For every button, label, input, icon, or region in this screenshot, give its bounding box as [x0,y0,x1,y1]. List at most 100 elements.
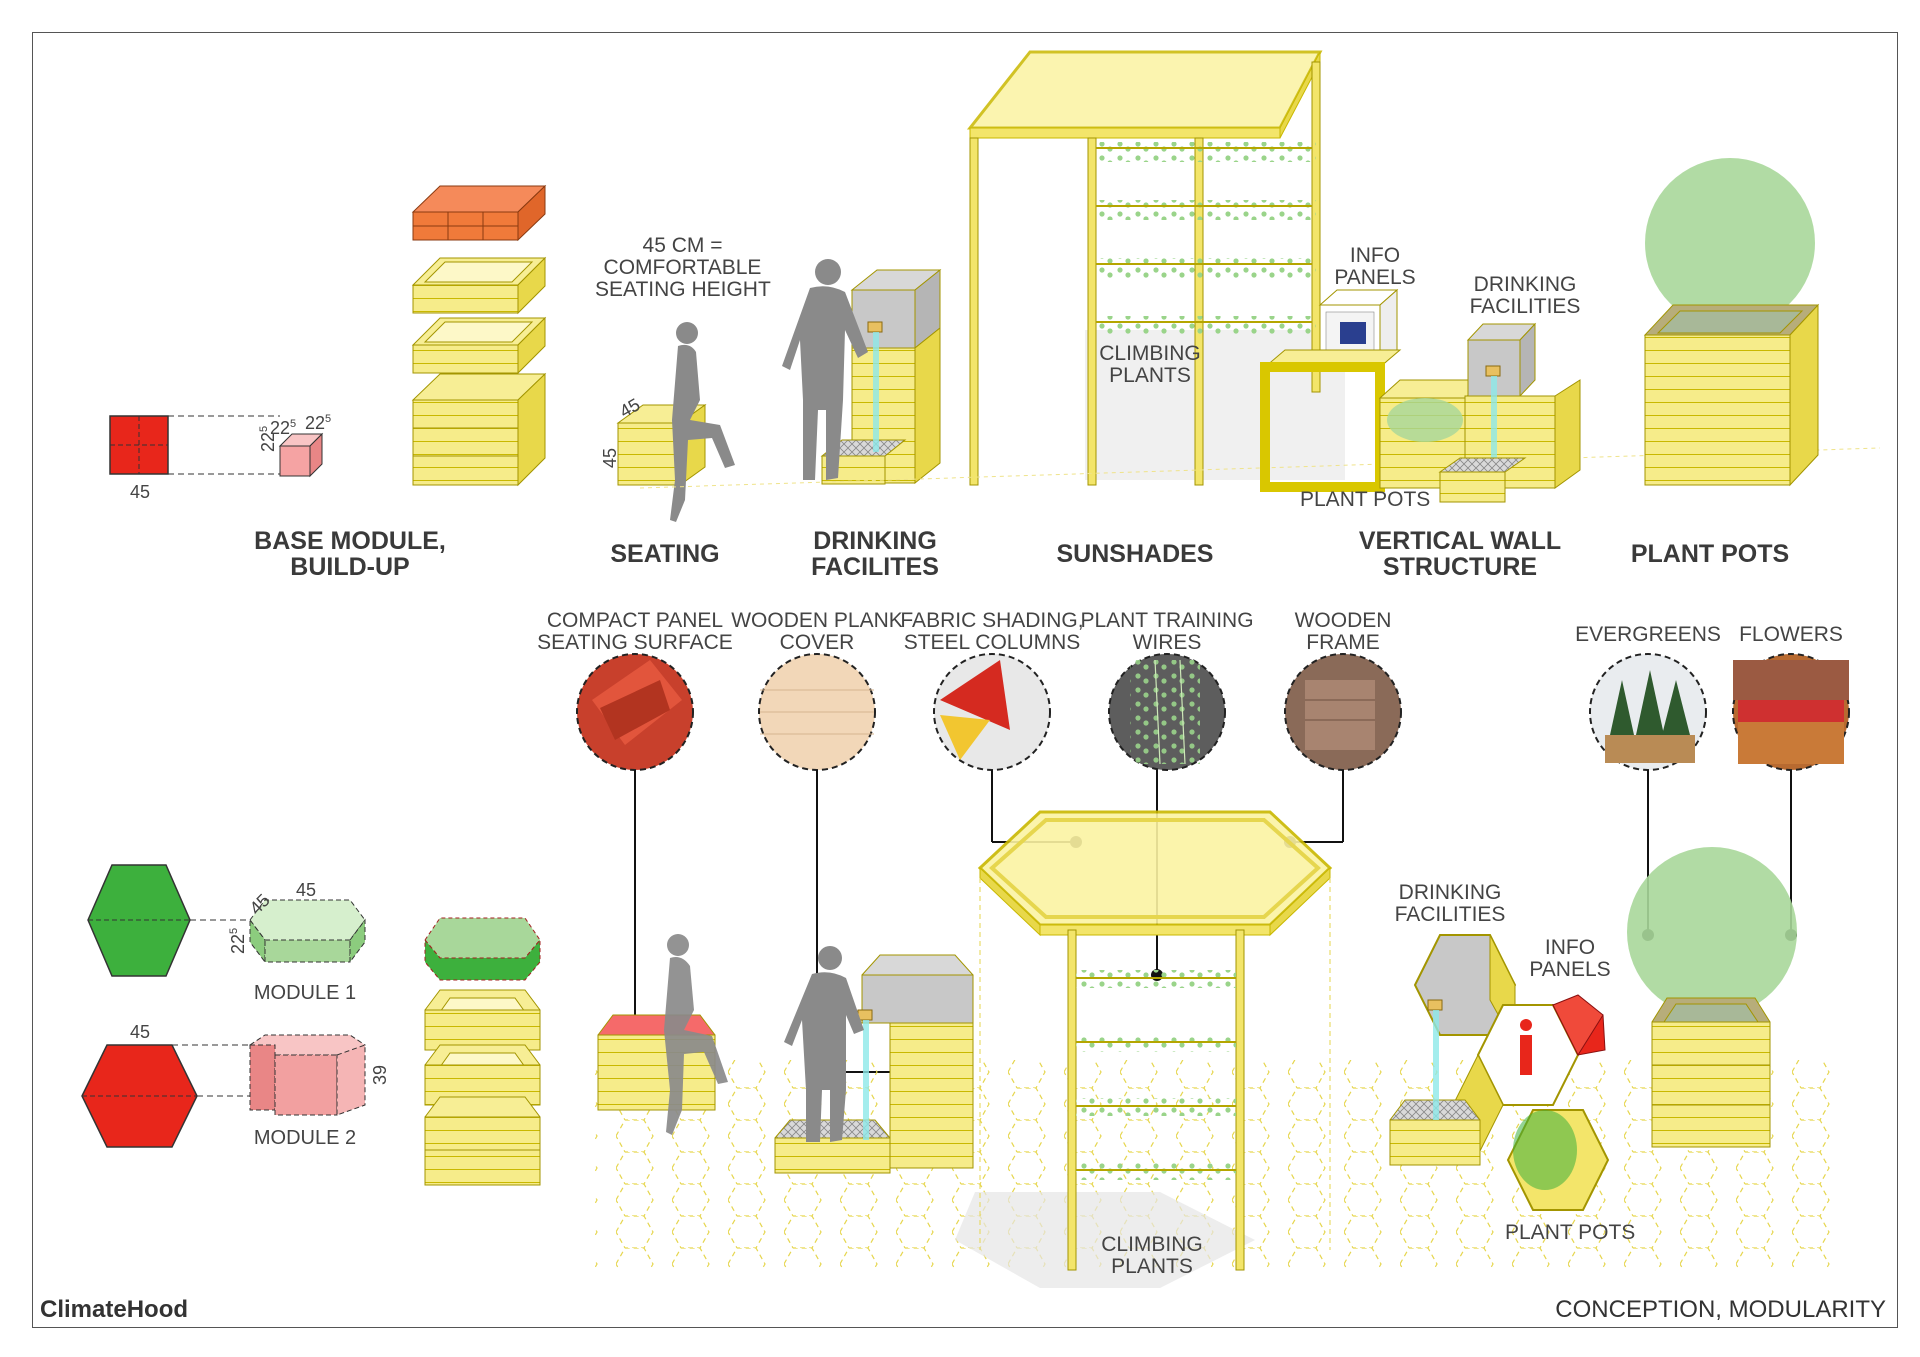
label-wooden-frame-line-2: FRAME [1306,631,1380,654]
hex-module-1 [249,899,366,964]
note-drinking-facilities-top-line-2: FACILITIES [1469,295,1581,318]
dim-hex-height-small-value: 22 [228,933,248,954]
dim-half-b-value: 22 [305,413,326,433]
heading-vertical-wall-line-1: VERTICAL WALL [1358,527,1562,555]
dim-half-c: 225 [258,426,279,452]
label-wooden-frame-line-1: WOODEN [1294,609,1392,632]
heading-vertical-wall-line-2: STRUCTURE [1382,553,1538,581]
base-module-cube [278,432,324,478]
heading-base-module-line-2: BUILD-UP [290,553,410,581]
heading-seating-line-1: SEATING [610,540,720,568]
note-seating-height-line-1: 45 CM = [642,234,723,257]
label-module-1: MODULE 1 [253,982,357,1004]
label-module-2: MODULE 2 [253,1127,357,1149]
heading-base-module-line-1: BASE MODULE, [254,527,446,555]
dim-hex-height-small: 225 [228,928,249,954]
heading-sunshades: SUNSHADES [1045,541,1225,567]
note-info-panels-bottom-line-2: PANELS [1529,958,1611,981]
material-swatch-evergreens [1589,653,1707,941]
note-info-panels-bottom-line-1: INFO [1544,936,1596,959]
note-drinking-facilities-bottom: DRINKING FACILITIES [1390,882,1510,926]
dim-half-a-value: 22 [270,418,291,438]
person-standing-silhouette-2 [784,946,864,1142]
hex-module-1-plan [87,864,250,977]
note-climbing-plants-top: CLIMBING PLANTS [1095,343,1205,387]
material-swatch-fabric-shading [933,653,1082,848]
dim-half-b-sup: 5 [325,413,332,425]
dim-hex-height-small-sup: 5 [228,927,240,934]
heading-base-module: BASE MODULE, BUILD-UP [250,528,450,580]
label-wooden-plank: WOODEN PLANK COVER [727,610,907,654]
hex-module-2-plan [81,1044,250,1148]
label-evergreens-line-1: EVERGREENS [1575,623,1721,646]
dim-hex-width2: 45 [130,1022,151,1042]
heading-plant-pots: PLANT POTS [1620,541,1800,567]
label-fabric-shading-line-1: FABRIC SHADING, [900,609,1084,632]
note-seating-height: 45 CM = COMFORTABLE SEATING HEIGHT [595,234,771,301]
heading-sunshades-line-1: SUNSHADES [1056,540,1214,568]
note-info-panels-top-line-2: PANELS [1334,266,1416,289]
label-plant-training: PLANT TRAINING WIRES [1077,610,1257,654]
page-title: CONCEPTION, MODULARITY [1555,1296,1886,1323]
dim-half-c-sup: 5 [258,425,270,432]
drawing-frame [32,32,1898,1328]
base-module-stack [411,184,547,487]
drinking-facility-top [820,268,942,485]
note-climbing-plants-bottom: CLIMBING PLANTS [1097,1234,1207,1278]
note-drinking-facilities-bottom-line-1: DRINKING [1398,881,1502,904]
label-wooden-plank-line-2: COVER [779,631,855,654]
dim-seat-height: 45 [600,447,620,468]
base-module-square [109,415,280,475]
label-flowers-line-1: FLOWERS [1739,623,1843,646]
heading-drinking: DRINKING FACILITES [795,528,955,580]
dim-half-c-value: 22 [258,431,278,452]
vertical-wall-structure [639,288,1881,503]
heading-drinking-line-1: DRINKING [813,527,937,555]
note-seating-height-line-2: COMFORTABLE [603,256,762,279]
heading-vertical-wall: VERTICAL WALL STRUCTURE [1350,528,1570,580]
dim-hex-height2: 39 [370,1064,390,1085]
note-plant-pots-top: PLANT POTS [1300,488,1431,511]
material-swatch-wooden-frame [1284,653,1402,848]
label-wooden-plank-line-1: WOODEN PLANK [731,609,903,632]
note-climbing-plants-top-line-1: CLIMBING [1099,342,1201,365]
heading-drinking-line-2: FACILITES [811,553,939,581]
label-compact-panel: COMPACT PANEL SEATING SURFACE [535,610,735,654]
note-info-panels-bottom: INFO PANELS [1525,937,1615,981]
plant-pot-top [1643,158,1820,487]
note-drinking-facilities-bottom-line-2: FACILITIES [1394,903,1506,926]
note-drinking-facilities-top: DRINKING FACILITIES [1465,274,1585,318]
hex-module-2 [249,1034,366,1116]
person-standing-silhouette [782,259,868,480]
sunshade-pergola [966,50,1345,486]
hex-drinking-facility [774,954,974,1174]
note-info-panels-top-line-1: INFO [1349,244,1401,267]
label-compact-panel-line-1: COMPACT PANEL [546,609,724,632]
hex-sunshade [955,810,1333,1288]
heading-plant-pots-line-1: PLANT POTS [1630,540,1790,568]
dim-half-a-sup: 5 [290,418,297,430]
dim-half-a: 225 [270,418,296,439]
hex-module-stack [424,917,541,1186]
note-info-panels-top: INFO PANELS [1330,245,1420,289]
label-plant-training-line-2: WIRES [1132,631,1202,654]
note-climbing-plants-top-line-2: PLANTS [1109,364,1191,387]
label-flowers: FLOWERS [1731,624,1851,646]
label-evergreens: EVERGREENS [1568,624,1728,646]
note-seating-height-line-3: SEATING HEIGHT [595,278,771,301]
dim-square-side: 45 [130,482,151,502]
person-sitting-silhouette [670,322,735,522]
dim-hex-side: 45 [296,880,317,900]
label-fabric-shading-line-2: STEEL COLUMNS [903,631,1081,654]
note-drinking-facilities-top-line-1: DRINKING [1473,273,1577,296]
label-compact-panel-line-2: SEATING SURFACE [537,631,733,654]
dim-half-b: 225 [305,413,331,434]
label-fabric-shading: FABRIC SHADING, STEEL COLUMNS [897,610,1087,654]
material-swatch-plant-training [1108,653,1226,981]
hex-vertical-wall [1389,934,1610,1211]
note-climbing-plants-bottom-line-2: PLANTS [1111,1255,1193,1278]
hex-seat [597,1014,716,1111]
person-sitting-silhouette-2 [664,934,728,1135]
note-plant-pots-bottom: PLANT POTS [1505,1221,1636,1244]
